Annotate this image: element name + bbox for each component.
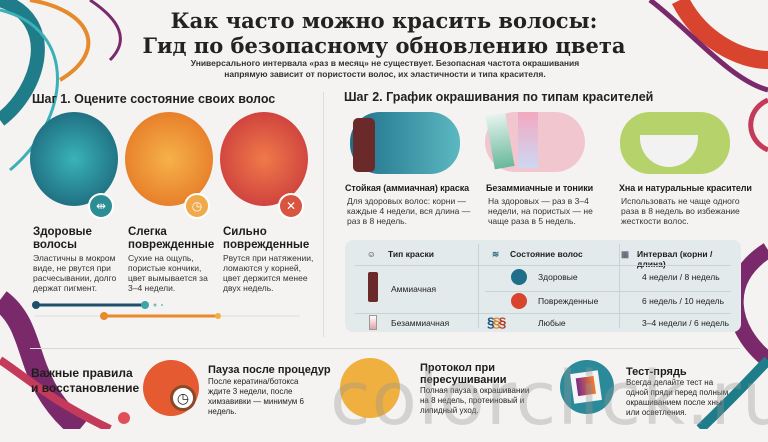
hair-card-title: Сильно поврежденные xyxy=(223,226,310,251)
page-title: Как часто можно красить волосы:Гид по бе… xyxy=(142,8,626,58)
rule-title: Протокол при пересушивании xyxy=(420,362,507,386)
table-header: Интервал (корни / длина) xyxy=(637,249,713,269)
rule-desc: Всегда делайте тест на одной пряди перед… xyxy=(626,378,729,417)
table-header: Тип краски xyxy=(388,249,434,259)
wavy-hair-icon: ≋ xyxy=(492,249,500,259)
hair-card-desc: Рвутся при натяжении, ломаются у корней,… xyxy=(223,253,314,293)
clock-icon: ◷ xyxy=(170,385,196,411)
hair-card-desc: Сухие на ощупь, пористые кончики, цвет в… xyxy=(128,253,208,293)
dye-bottle-image xyxy=(353,118,375,172)
dye-card-title: Безаммиачные и тоники xyxy=(486,183,594,193)
dye-card-desc: Для здоровых волос: корни — каждые 4 нед… xyxy=(347,196,471,226)
hair-card-title: Здоровые волосы xyxy=(33,226,92,251)
divider xyxy=(323,92,324,337)
hair-types-icon: §§§ xyxy=(487,314,506,330)
broken-hair-icon: ✕ xyxy=(278,193,304,219)
table-cell: Здоровые xyxy=(538,272,578,282)
palette-icon: ☺ xyxy=(367,249,376,259)
calendar-icon: ▦ xyxy=(621,249,630,259)
table-cell: 3–4 недели / 6 недель xyxy=(642,318,730,328)
dye-card-title: Хна и натуральные красители xyxy=(619,183,752,193)
table-cell: Любые xyxy=(538,318,566,328)
watermark: colorclick.ru xyxy=(330,356,768,442)
healthy-hair-image xyxy=(30,112,118,206)
table-cell: 4 недели / 8 недель xyxy=(642,272,720,282)
dye-card-desc: На здоровых — раз в 3–4 недели, на порис… xyxy=(488,196,593,226)
severely-damaged-hair-image xyxy=(220,112,308,206)
rule-title: Пауза после процедур xyxy=(208,364,331,376)
dry-hair-cream-icon xyxy=(340,358,400,418)
slightly-damaged-hair-image xyxy=(125,112,213,206)
table-cell: Безаммиачная xyxy=(391,318,450,328)
rules-heading: Важные правила и восстановление xyxy=(31,366,140,395)
table-header: Состояние волос xyxy=(510,249,583,259)
hair-strand-icon: ⇹ xyxy=(88,193,114,219)
hair-card-desc: Эластичны в мокром виде, не рвутся при р… xyxy=(33,253,117,293)
table-cell: Поврежденные xyxy=(538,296,599,306)
rule-title: Тест-прядь xyxy=(626,366,687,378)
damaged-hair-icon xyxy=(511,293,527,309)
step1-heading: Шаг 1. Оцените состояние своих волос xyxy=(32,92,276,106)
tube-icon xyxy=(369,315,377,330)
table-cell: 6 недель / 10 недель xyxy=(642,296,725,306)
hair-card-title: Слегка поврежденные xyxy=(128,226,215,251)
tube-image xyxy=(518,112,538,168)
page-subtitle: Универсального интервала «раз в месяц» н… xyxy=(190,58,580,79)
healthy-hair-icon xyxy=(511,269,527,285)
progress-lines xyxy=(32,301,300,320)
dye-card-desc: Использовать не чаще одного раза в 8 нед… xyxy=(621,196,740,226)
table-cell: Аммиачная xyxy=(391,284,437,294)
divider xyxy=(30,348,740,349)
rule-desc: Полная пауза в окрашивании на 8 недель, … xyxy=(420,386,530,415)
rule-desc: После кератина/ботокса ждите 3 недели, п… xyxy=(208,377,304,416)
dye-schedule-table: ☺ Тип краски ≋ Состояние волос ▦ Интерва… xyxy=(345,240,741,332)
dye-bottle-icon xyxy=(368,272,378,302)
clock-icon: ◷ xyxy=(184,193,210,219)
step2-heading: Шаг 2. График окрашивания по типам краси… xyxy=(344,90,654,104)
dye-card-title: Стойкая (аммиачная) краска xyxy=(345,183,470,193)
